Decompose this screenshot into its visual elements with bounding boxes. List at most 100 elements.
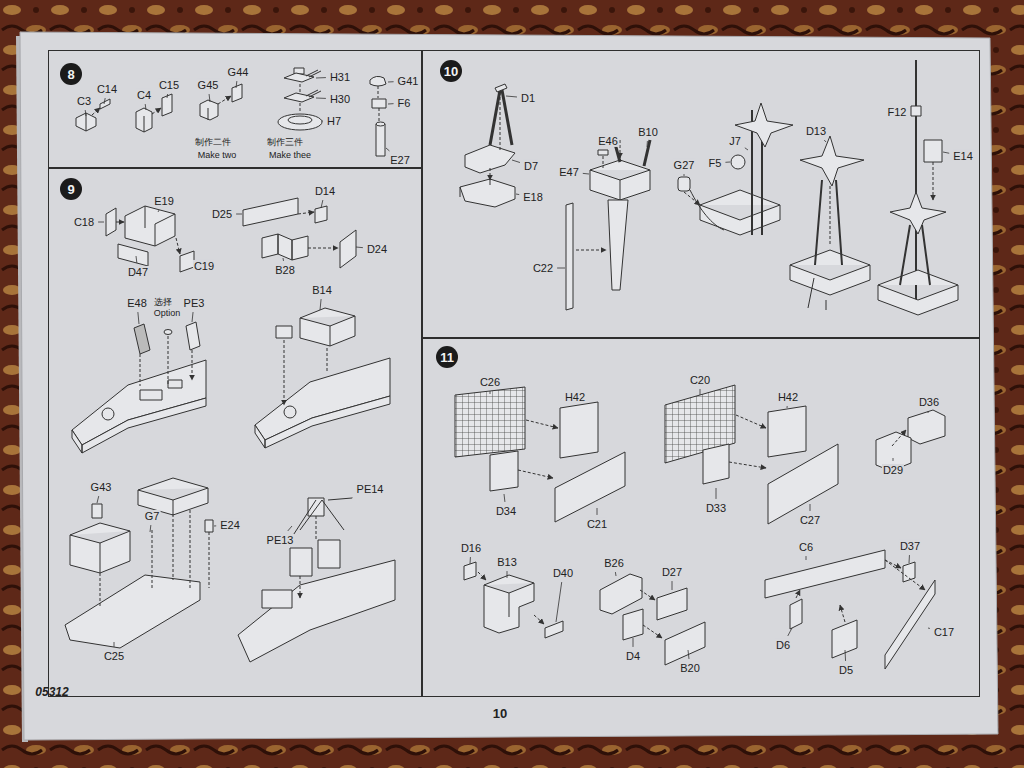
part-name: H7 <box>326 115 342 127</box>
paper-sheet <box>20 32 998 740</box>
part-name: C27 <box>799 514 821 526</box>
part-name: C18 <box>73 216 95 228</box>
leader-line <box>320 299 321 310</box>
mast-parts <box>815 180 842 265</box>
leader-line <box>507 571 508 578</box>
part-name: C6 <box>798 541 814 553</box>
leader-line <box>316 77 326 78</box>
note-text: Make two <box>197 151 238 161</box>
assembly-arrow <box>100 212 338 606</box>
part-name: PE13 <box>266 534 295 546</box>
gun-barrel <box>306 70 321 97</box>
leader-line <box>745 148 748 150</box>
leader-line <box>806 556 807 560</box>
assembly-arrow <box>176 238 180 254</box>
part-name: C22 <box>532 262 554 274</box>
leader-line <box>928 411 929 413</box>
bridge-wall-parts <box>118 244 148 266</box>
leader-line <box>150 525 152 532</box>
part-name: C14 <box>96 83 118 95</box>
leader-line <box>158 210 159 212</box>
turret-parts <box>376 122 385 126</box>
leader-line <box>356 247 363 249</box>
part-name: C4 <box>136 89 152 101</box>
deck <box>65 308 395 662</box>
mast-parts <box>900 225 930 285</box>
assembly-arrow <box>478 415 925 638</box>
leader-line <box>352 497 354 498</box>
panel-parts <box>790 599 802 629</box>
part-name: E46 <box>597 135 619 147</box>
assembly-arrow <box>490 92 933 250</box>
deck <box>262 590 292 608</box>
note-text: 制作二件 <box>194 138 232 148</box>
part-name: B13 <box>496 556 518 568</box>
part-name: E18 <box>522 191 544 203</box>
assembly-arrow <box>840 605 845 622</box>
leader-line <box>556 582 562 622</box>
part-name: F5 <box>708 157 723 169</box>
leader-line <box>490 391 491 394</box>
deck <box>186 322 200 350</box>
bridge-wall-parts <box>180 251 194 272</box>
small-parts <box>200 100 218 120</box>
panel-parts <box>908 410 945 444</box>
leader-line <box>288 526 292 531</box>
part-name: D47 <box>127 266 149 278</box>
leader-line <box>810 504 811 511</box>
part-name: PE14 <box>356 483 385 495</box>
leader-line <box>725 162 730 163</box>
mast-parts <box>460 60 958 315</box>
gun-barrel <box>306 70 321 97</box>
leader-line <box>145 104 147 110</box>
deck <box>70 523 130 573</box>
leader-line <box>615 572 617 576</box>
part-name: B14 <box>311 284 333 296</box>
small-parts <box>100 99 110 109</box>
kit-number: 05312 <box>34 686 69 699</box>
assembly-arrow <box>736 415 766 428</box>
bridge-wall-parts <box>315 206 327 223</box>
turret-parts <box>370 76 386 86</box>
part-name: D14 <box>314 185 336 197</box>
leader-line <box>716 488 717 499</box>
part-name: H42 <box>777 391 799 403</box>
small-parts <box>162 94 172 116</box>
mast-parts <box>614 140 650 166</box>
assembly-arrow <box>218 96 231 104</box>
part-name: D34 <box>495 505 517 517</box>
panel-parts <box>703 444 729 484</box>
part-name: D33 <box>705 502 727 514</box>
leader-line <box>928 628 930 629</box>
step-panel: 11 <box>422 338 980 697</box>
panel-parts <box>903 562 915 582</box>
tripod-mast <box>290 498 352 540</box>
assembly-arrow <box>490 92 500 180</box>
deck <box>205 520 213 532</box>
leader-line <box>236 214 242 215</box>
assembly-arrow <box>684 192 700 205</box>
leader-line <box>214 525 216 526</box>
leader-line <box>647 141 648 147</box>
assembly-arrow <box>640 590 655 600</box>
part-name: G45 <box>197 79 220 91</box>
small-parts <box>232 84 242 102</box>
mast-parts <box>915 60 917 300</box>
leader-line <box>316 98 326 99</box>
deck <box>284 406 296 418</box>
turret-parts <box>372 99 386 108</box>
part-name: E24 <box>219 519 241 531</box>
panel-parts <box>555 452 625 522</box>
assembly-arrow <box>576 250 606 251</box>
assembly-arrow <box>300 516 316 598</box>
step-number: 8 <box>67 68 74 81</box>
part-name: G27 <box>673 159 696 171</box>
mast-parts <box>690 190 724 230</box>
panel-parts <box>885 580 935 669</box>
deck <box>72 360 206 445</box>
leader-line <box>167 94 169 98</box>
leader-line <box>98 222 104 223</box>
